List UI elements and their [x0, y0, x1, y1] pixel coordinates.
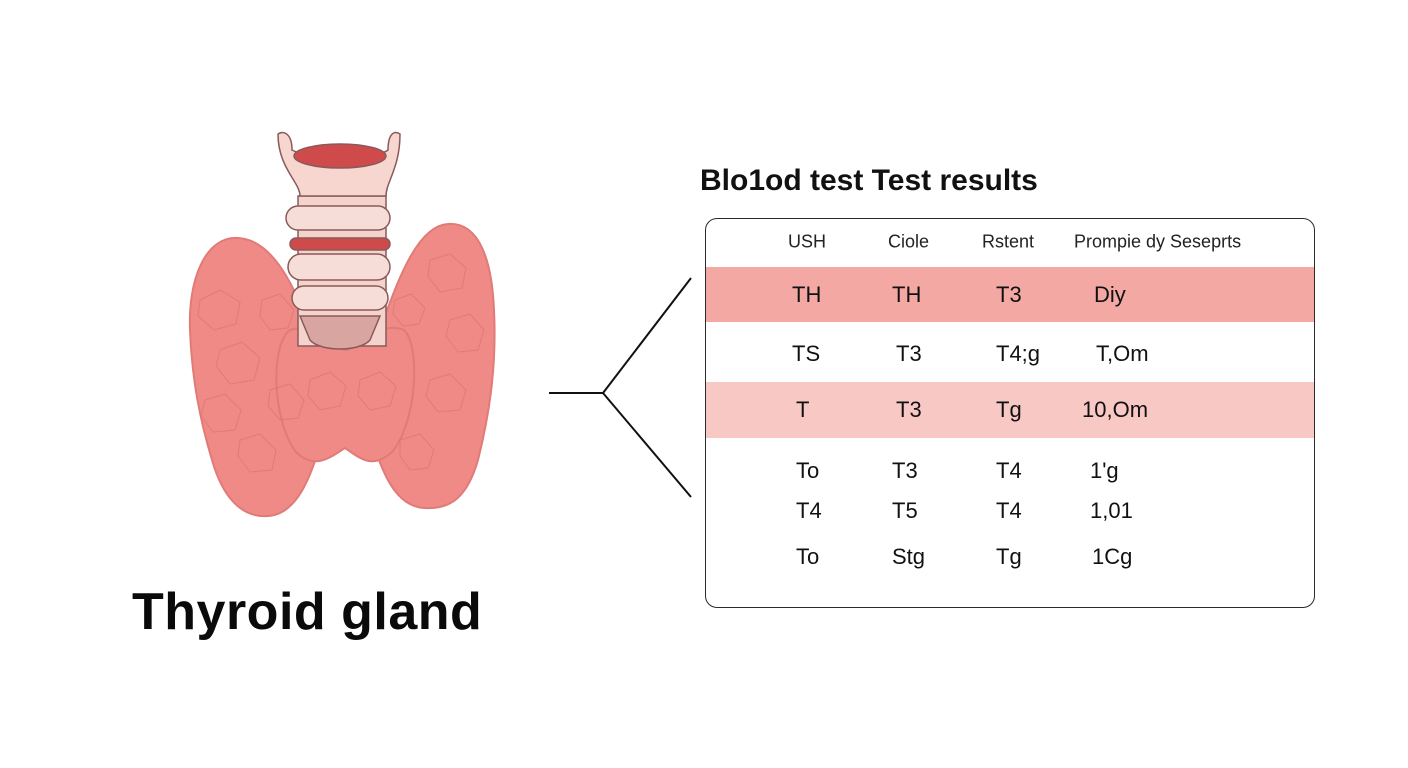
results-title: Blo1od test Test results [700, 164, 1038, 197]
gland-caption: Thyroid gland [132, 583, 483, 641]
header-cell: USH [788, 231, 827, 252]
table-cell: T5 [892, 498, 918, 523]
thyroid-isthmus [275, 326, 416, 463]
table-cell: Tg [996, 397, 1022, 422]
table-cell: TH [792, 281, 822, 307]
table-row: To T3 T4 1'g [706, 449, 1314, 493]
table-cell: 1Cg [1092, 544, 1133, 569]
table-cell: 1,01 [1090, 498, 1133, 523]
header-cell: Ciole [888, 231, 930, 252]
table-cell: Diy [1094, 281, 1126, 307]
table-cell: To [796, 458, 820, 483]
header-cell: Rstent [982, 231, 1035, 252]
table-cell: TS [792, 341, 821, 366]
table-cell: To [796, 544, 820, 569]
table-cell: Tg [996, 544, 1022, 569]
table-cell: 1'g [1090, 458, 1119, 483]
table-row: T T3 Tg 10,Om [706, 382, 1314, 438]
table-cell: T4 [796, 498, 822, 523]
table-cell: T3 [996, 281, 1022, 307]
table-cell: T3 [896, 341, 922, 366]
table-row: TH TH T3 Diy [706, 267, 1314, 322]
table-cell: 10,Om [1082, 397, 1149, 422]
table-row: To Stg Tg 1Cg [706, 535, 1314, 579]
table-header-row: USH Ciole Rstent Prompie dy Seseprts [706, 225, 1314, 259]
table-cell: T4;g [996, 341, 1041, 366]
table-row: TS T3 T4;g T,Om [706, 329, 1314, 379]
trachea [277, 131, 401, 350]
table-cell: T,Om [1096, 341, 1149, 366]
table-cell: T4 [996, 498, 1022, 523]
gland-texture [197, 253, 485, 473]
table-cell: T3 [892, 458, 918, 483]
table-cell: Stg [892, 544, 926, 569]
table-cell: T3 [896, 397, 922, 422]
table-cell: T [796, 397, 810, 422]
header-cell: Prompie dy Seseprts [1074, 231, 1242, 252]
table-cell: TH [892, 281, 922, 307]
connector-lines [549, 277, 692, 498]
results-table: USH Ciole Rstent Prompie dy Seseprts TH … [705, 218, 1315, 608]
table-cell: T4 [996, 458, 1022, 483]
table-row: T4 T5 T4 1,01 [706, 489, 1314, 533]
